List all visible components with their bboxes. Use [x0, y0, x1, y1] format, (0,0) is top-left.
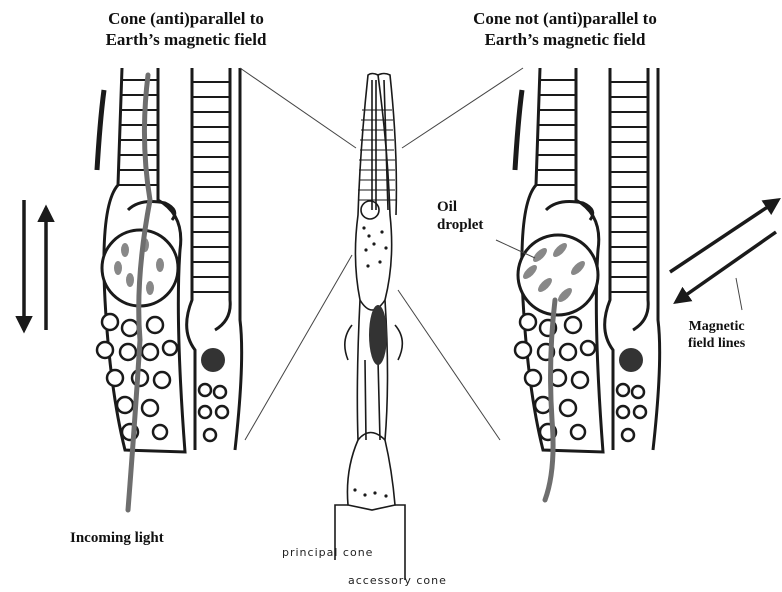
oil-droplet-label: Oil droplet: [437, 198, 483, 234]
right-field-arrows: [670, 200, 778, 302]
left-title: Cone (anti)parallel to Earth’s magnetic …: [76, 8, 296, 50]
magnetic-field-label: Magnetic field lines: [688, 318, 745, 352]
accessory-cone-label: accessory cone: [348, 574, 447, 587]
zoom-lines: [240, 68, 523, 440]
incoming-light-label: Incoming light: [70, 530, 164, 547]
left-field-arrows: [24, 200, 46, 330]
center-nucleus: [369, 305, 387, 365]
right-title: Cone not (anti)parallel to Earth’s magne…: [440, 8, 690, 50]
field-label-pointer: [736, 278, 742, 310]
left-mitochondria: [97, 314, 228, 441]
left-nucleus: [201, 348, 225, 372]
right-nucleus: [619, 348, 643, 372]
principal-cone-label: principal cone: [282, 546, 373, 559]
right-mitochondria: [515, 314, 646, 441]
